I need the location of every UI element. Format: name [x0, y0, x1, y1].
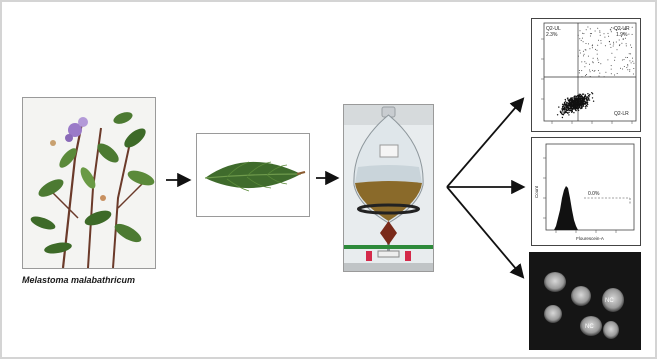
scatter-dots — [556, 26, 635, 119]
cell-nucleus — [602, 288, 624, 312]
scatter-axis-ticks — [541, 38, 633, 124]
separatory-funnel-photo — [343, 104, 434, 272]
cell-nucleus — [544, 305, 562, 323]
histogram-ylabel: Count — [534, 185, 539, 198]
flow-cytometry-histogram-panel: Count Flourescein-A 0.0% — [531, 137, 641, 246]
funnel-illustration — [344, 105, 433, 271]
quadrant-ul-value: 2.3% — [546, 32, 558, 38]
histogram-gate-value: 0.0% — [588, 191, 600, 197]
nc-label-1: NC — [605, 298, 614, 304]
scatter-plot: Q2-UL 2.3% Q2-UR 1.9% Q2-LR — [541, 22, 637, 124]
quadrant-ul-name: Q2-UL — [546, 26, 561, 32]
quadrant-ur-value: 1.9% — [616, 32, 628, 38]
histogram-distribution — [554, 186, 578, 230]
cell-nucleus — [580, 316, 602, 336]
nc-label-2: NC — [585, 324, 594, 330]
plant-caption: Melastoma malabathricum — [22, 275, 136, 285]
plant-photo — [22, 97, 156, 269]
quadrant-ur-name: Q2-UR — [614, 26, 630, 32]
cell-nucleus — [603, 321, 619, 339]
cell-nucleus — [571, 286, 591, 306]
arrow-funnel-to-scatter — [446, 97, 525, 188]
histogram-xlabel: Flourescein-A — [576, 236, 604, 241]
cell-nucleus — [544, 272, 566, 292]
microscopy-image: NC NC — [529, 252, 641, 350]
arrow-funnel-to-microscopy — [446, 186, 525, 279]
histogram-axis-ticks — [543, 157, 617, 233]
flow-cytometry-scatter-panel: Q2-UL 2.3% Q2-UR 1.9% Q2-LR — [531, 18, 641, 132]
histogram-plot: Count Flourescein-A 0.0% — [534, 143, 635, 241]
leaf-photo — [196, 133, 310, 217]
quadrant-lr-name: Q2-LR — [614, 111, 629, 117]
plant-illustration — [23, 98, 155, 269]
microscopy-panel: NC NC — [529, 252, 641, 350]
leaf-illustration — [197, 134, 309, 216]
